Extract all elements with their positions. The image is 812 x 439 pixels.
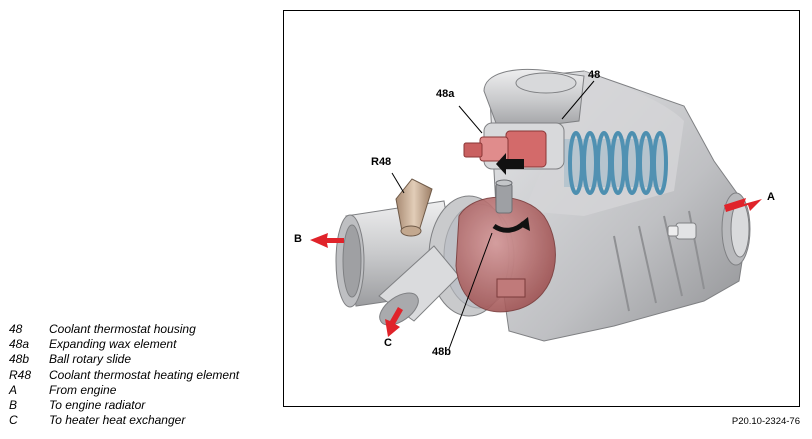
legend-text: Coolant thermostat heating element: [49, 367, 240, 382]
leader-48a: [458, 105, 483, 134]
callout-48: 48: [588, 69, 601, 81]
legend-text: Coolant thermostat housing: [49, 322, 196, 336]
legend-key: C: [9, 413, 18, 428]
heating-element: [395, 178, 433, 237]
legend-row-48a: 48a Expanding wax element: [9, 337, 239, 352]
legend-key: 48a: [9, 337, 30, 352]
leader-48: [561, 80, 595, 120]
callout-48a: 48a: [436, 88, 455, 100]
top-housing: [483, 68, 585, 132]
legend-key: 48b: [9, 352, 30, 367]
legend-text: Ball rotary slide: [49, 352, 132, 367]
legend-text: From engine: [49, 382, 117, 397]
callout-b: B: [294, 233, 302, 245]
leader-r48: [391, 172, 405, 194]
legend-row-r48: R48 Coolant thermostat heating element: [9, 368, 239, 383]
legend-text: Expanding wax element: [49, 337, 177, 352]
legend-key: R48: [9, 367, 32, 382]
ball-rotary-slide: [455, 179, 556, 313]
legend-key: A: [9, 382, 18, 397]
figure-reference: P20.10-2324-76: [731, 416, 800, 427]
leader-lines: [391, 80, 595, 350]
arrow-a: [724, 198, 762, 212]
legend-row-48b: 48b Ball rotary slide: [9, 352, 239, 367]
callout-a: A: [767, 191, 775, 203]
callout-r48: R48: [371, 156, 392, 168]
legend-key: 48: [9, 322, 23, 336]
legend-row-48: 48 Coolant thermostat housing: [9, 322, 239, 337]
legend-text: To heater heat exchanger: [49, 413, 186, 428]
spring-assembly: [463, 122, 668, 195]
legend-row-c: C To heater heat exchanger: [9, 413, 239, 428]
thermostat-illustration: [310, 68, 762, 350]
callout-48b: 48b: [432, 346, 451, 358]
legend-row-b: B To engine radiator: [9, 398, 239, 413]
legend-key: B: [9, 398, 18, 413]
legend-row-a: A From engine: [9, 383, 239, 398]
callout-c: C: [384, 337, 392, 349]
leader-48b: [448, 232, 493, 350]
arrow-b: [310, 233, 344, 248]
flow-arrows: [310, 198, 762, 337]
arrow-c: [385, 307, 403, 337]
figure-frame: 48 48a R48 48b A B C: [283, 10, 800, 407]
legend: 48 Coolant thermostat housing 48a Expand…: [9, 322, 239, 428]
legend-text: To engine radiator: [49, 398, 146, 413]
